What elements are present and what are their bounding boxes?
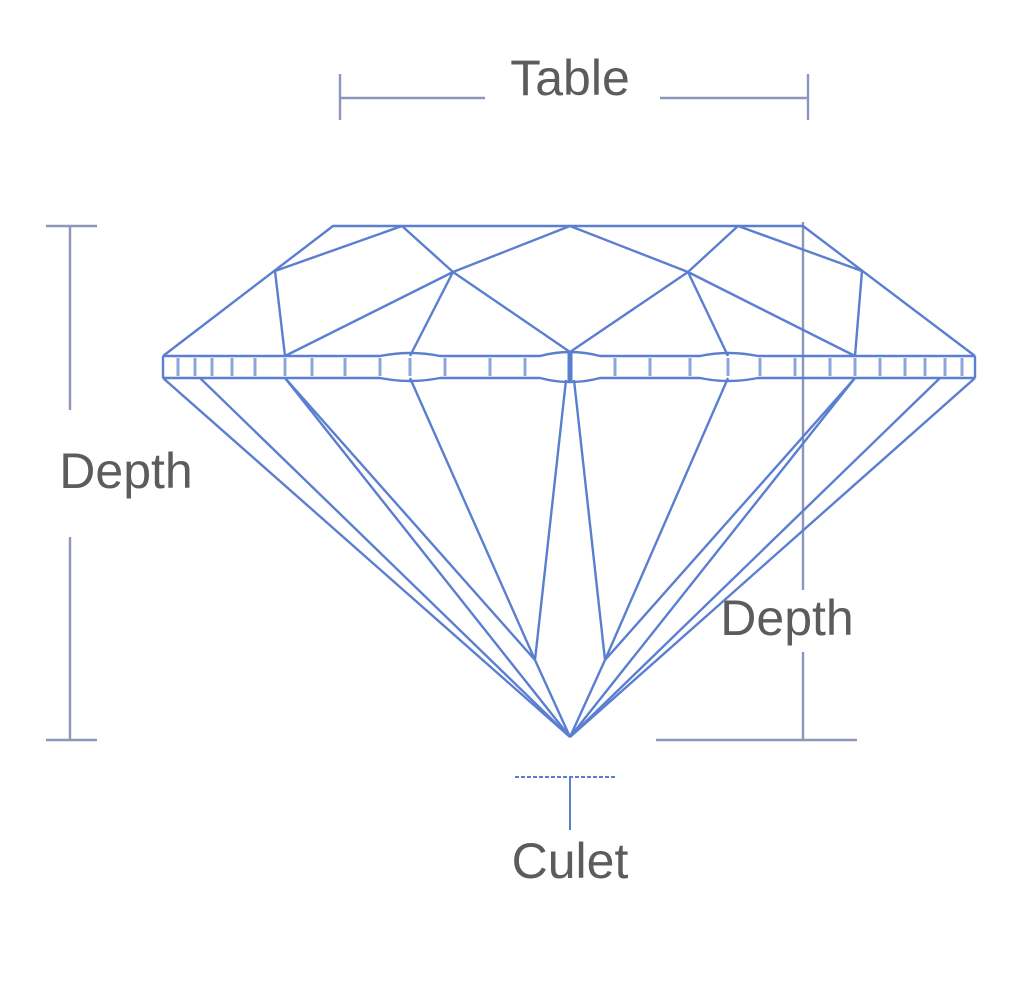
total-depth-dimension-line: [46, 224, 97, 742]
depth-label-left: Depth: [59, 443, 192, 499]
diamond-pavilion: [162, 352, 976, 738]
pavilion-depth-dimension-line: [656, 222, 857, 742]
diamond-crown: [162, 224, 976, 358]
table-dimension-line: [338, 74, 810, 120]
culet-marker: [515, 776, 615, 830]
culet-label: Culet: [512, 833, 629, 889]
table-label: Table: [510, 50, 630, 106]
depth-label-right: Depth: [720, 590, 853, 646]
